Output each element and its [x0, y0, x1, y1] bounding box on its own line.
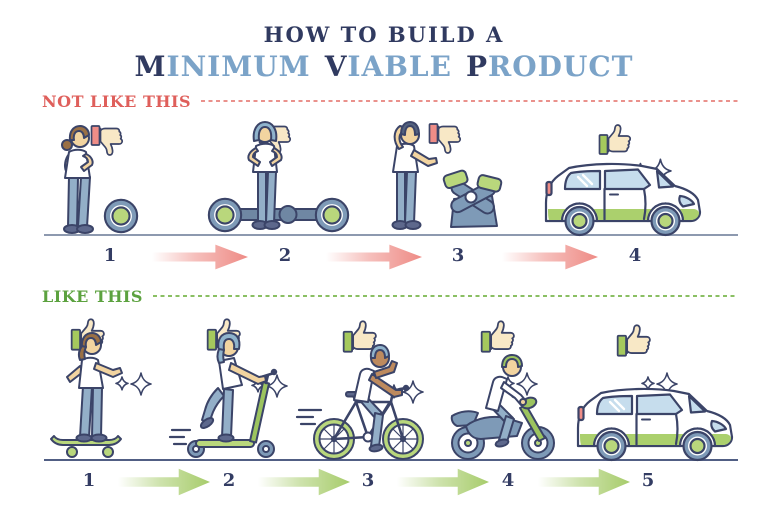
- dashed-divider: [152, 295, 738, 297]
- title-word-minimum: MINIMUM: [134, 50, 311, 83]
- section-label: NOT LIKE THIS: [42, 91, 192, 111]
- step-number: 1: [82, 470, 96, 491]
- step-number: 3: [451, 245, 465, 266]
- title-line-1: HOW TO BUILD A: [263, 22, 505, 47]
- page-title: HOW TO BUILD A MINIMUM VIABLE PRODUCT: [0, 22, 768, 83]
- arrow-right-icon: [326, 244, 422, 270]
- step-number: 4: [501, 470, 515, 491]
- title-word-product: PRODUCT: [465, 50, 634, 83]
- scene-motorcycle-illustration: [450, 354, 555, 460]
- title-word-viable: VIABLE: [324, 50, 452, 83]
- arrow-right-icon: [502, 244, 598, 270]
- step-number: 2: [278, 245, 292, 266]
- scene-bicycle-illustration: [295, 344, 424, 460]
- ground-line-row2: [44, 459, 738, 461]
- step-number: 5: [641, 470, 655, 491]
- dashed-divider: [201, 100, 738, 102]
- scene-car-illustration: [534, 155, 709, 247]
- scene-broken-parts-illustration: [391, 121, 503, 230]
- section-header-like-this: LIKE THIS: [42, 286, 738, 306]
- step-number: 3: [361, 470, 375, 491]
- scene-chassis-illustration: [207, 121, 350, 233]
- thumbs-up-icon: [596, 121, 636, 159]
- scene-car-illustration: [566, 380, 741, 472]
- thumbs-up-icon: [614, 322, 656, 360]
- arrow-right-icon: [397, 468, 489, 496]
- step-number: 2: [222, 470, 236, 491]
- scene-scooter-illustration: [168, 332, 278, 458]
- section-header-not-like-this: NOT LIKE THIS: [42, 91, 738, 111]
- scene-skateboard-illustration: [50, 332, 123, 458]
- title-line-2: MINIMUM VIABLE PRODUCT: [0, 50, 768, 83]
- arrow-right-icon: [258, 468, 350, 496]
- section-label: LIKE THIS: [42, 286, 143, 306]
- arrow-right-icon: [152, 244, 248, 270]
- arrow-right-icon: [118, 468, 210, 496]
- step-number: 4: [628, 245, 642, 266]
- step-number: 1: [103, 245, 117, 266]
- scene-single-wheel-illustration: [61, 125, 139, 234]
- ground-line-row1: [44, 234, 738, 236]
